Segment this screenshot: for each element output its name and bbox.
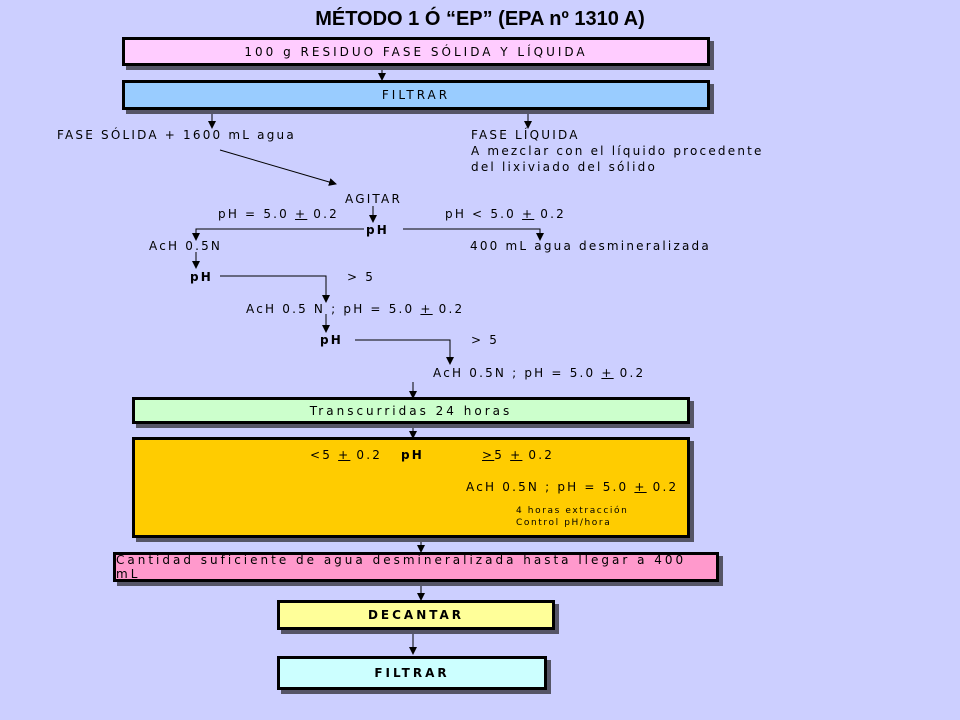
- box-filtrar-1: FILTRAR: [122, 80, 710, 110]
- branch-ph-right: [403, 228, 544, 241]
- label-extraccion-1: 4 horas extracción: [516, 506, 629, 516]
- label-gt5-2: > 5: [471, 333, 500, 347]
- branch-ph-left: [192, 228, 364, 241]
- label-ph-eq: pH = 5.0 + 0.2: [218, 207, 339, 221]
- arrow-solida-agitar: [219, 149, 337, 186]
- box-cantidad-label: Cantidad suficiente de agua desmineraliz…: [116, 553, 687, 581]
- label-ach-combo-3: AcH 0.5N ; pH = 5.0 + 0.2: [466, 480, 679, 494]
- label-ph-main: pH: [366, 223, 390, 237]
- box-residuo: 100 g RESIDUO FASE SÓLIDA Y LÍQUIDA: [122, 37, 710, 66]
- box-transcurridas-label: Transcurridas 24 horas: [309, 403, 513, 418]
- box-extraccion: [132, 437, 690, 538]
- label-ach-combo-1: AcH 0.5 N ; pH = 5.0 + 0.2: [246, 302, 465, 316]
- label-extraccion-2: Control pH/hora: [516, 518, 612, 528]
- branch-ph3: [355, 339, 454, 365]
- box-filtrar-2-label: FILTRAR: [374, 666, 450, 680]
- box-transcurridas: Transcurridas 24 horas: [132, 397, 690, 424]
- label-ph-orange: pH: [401, 448, 425, 462]
- label-ph-3: pH: [320, 333, 344, 347]
- box-residuo-label: 100 g RESIDUO FASE SÓLIDA Y LÍQUIDA: [244, 44, 588, 59]
- box-decantar: DECANTAR: [277, 600, 555, 630]
- label-agitar: AGITAR: [345, 192, 402, 206]
- label-fase-solida: FASE SÓLIDA + 1600 mL agua: [57, 128, 296, 142]
- label-ach-combo-2: AcH 0.5N ; pH = 5.0 + 0.2: [433, 366, 646, 380]
- box-filtrar-1-label: FILTRAR: [381, 88, 451, 102]
- label-ph-lt: pH < 5.0 + 0.2: [445, 207, 566, 221]
- label-ph-2: pH: [190, 270, 214, 284]
- label-agua-400: 400 mL agua desmineralizada: [470, 239, 711, 253]
- label-mezclar-2: del lixiviado del sólido: [471, 160, 657, 174]
- label-mezclar-1: A mezclar con el líquido procedente: [471, 144, 764, 158]
- label-gt5-orange: >5 + 0.2: [482, 448, 555, 462]
- label-ach-05n: AcH 0.5N: [149, 239, 223, 253]
- box-cantidad: Cantidad suficiente de agua desmineraliz…: [113, 552, 719, 582]
- label-fase-liquida: FASE LÍQUIDA: [471, 128, 580, 142]
- page-title: MÉTODO 1 Ó “EP” (EPA nº 1310 A): [315, 8, 645, 30]
- box-filtrar-2: FILTRAR: [277, 656, 547, 690]
- label-gt5-1: > 5: [347, 270, 376, 284]
- label-lt5: <5 + 0.2: [310, 448, 383, 462]
- branch-ph2: [220, 275, 330, 303]
- box-decantar-label: DECANTAR: [367, 608, 465, 622]
